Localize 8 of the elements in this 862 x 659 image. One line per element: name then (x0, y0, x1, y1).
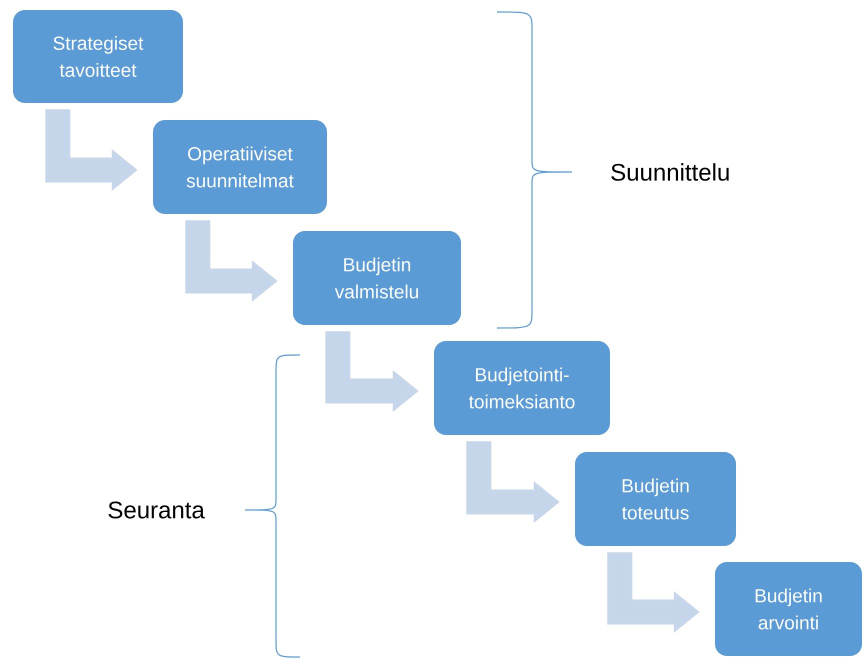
section-label: Seuranta (108, 502, 205, 518)
process-box: Budjetin valmistelu (293, 231, 461, 325)
process-box: Operatiiviset suunnitelmat (153, 120, 327, 214)
process-box: Strategiset tavoitteet (13, 10, 183, 103)
process-box: Budjetin arvointi (715, 562, 862, 656)
section-label: Suunnittelu (611, 163, 729, 181)
process-box: Budjetointi- toimeksianto (434, 341, 610, 435)
process-box: Budjetin toteutus (575, 452, 736, 546)
